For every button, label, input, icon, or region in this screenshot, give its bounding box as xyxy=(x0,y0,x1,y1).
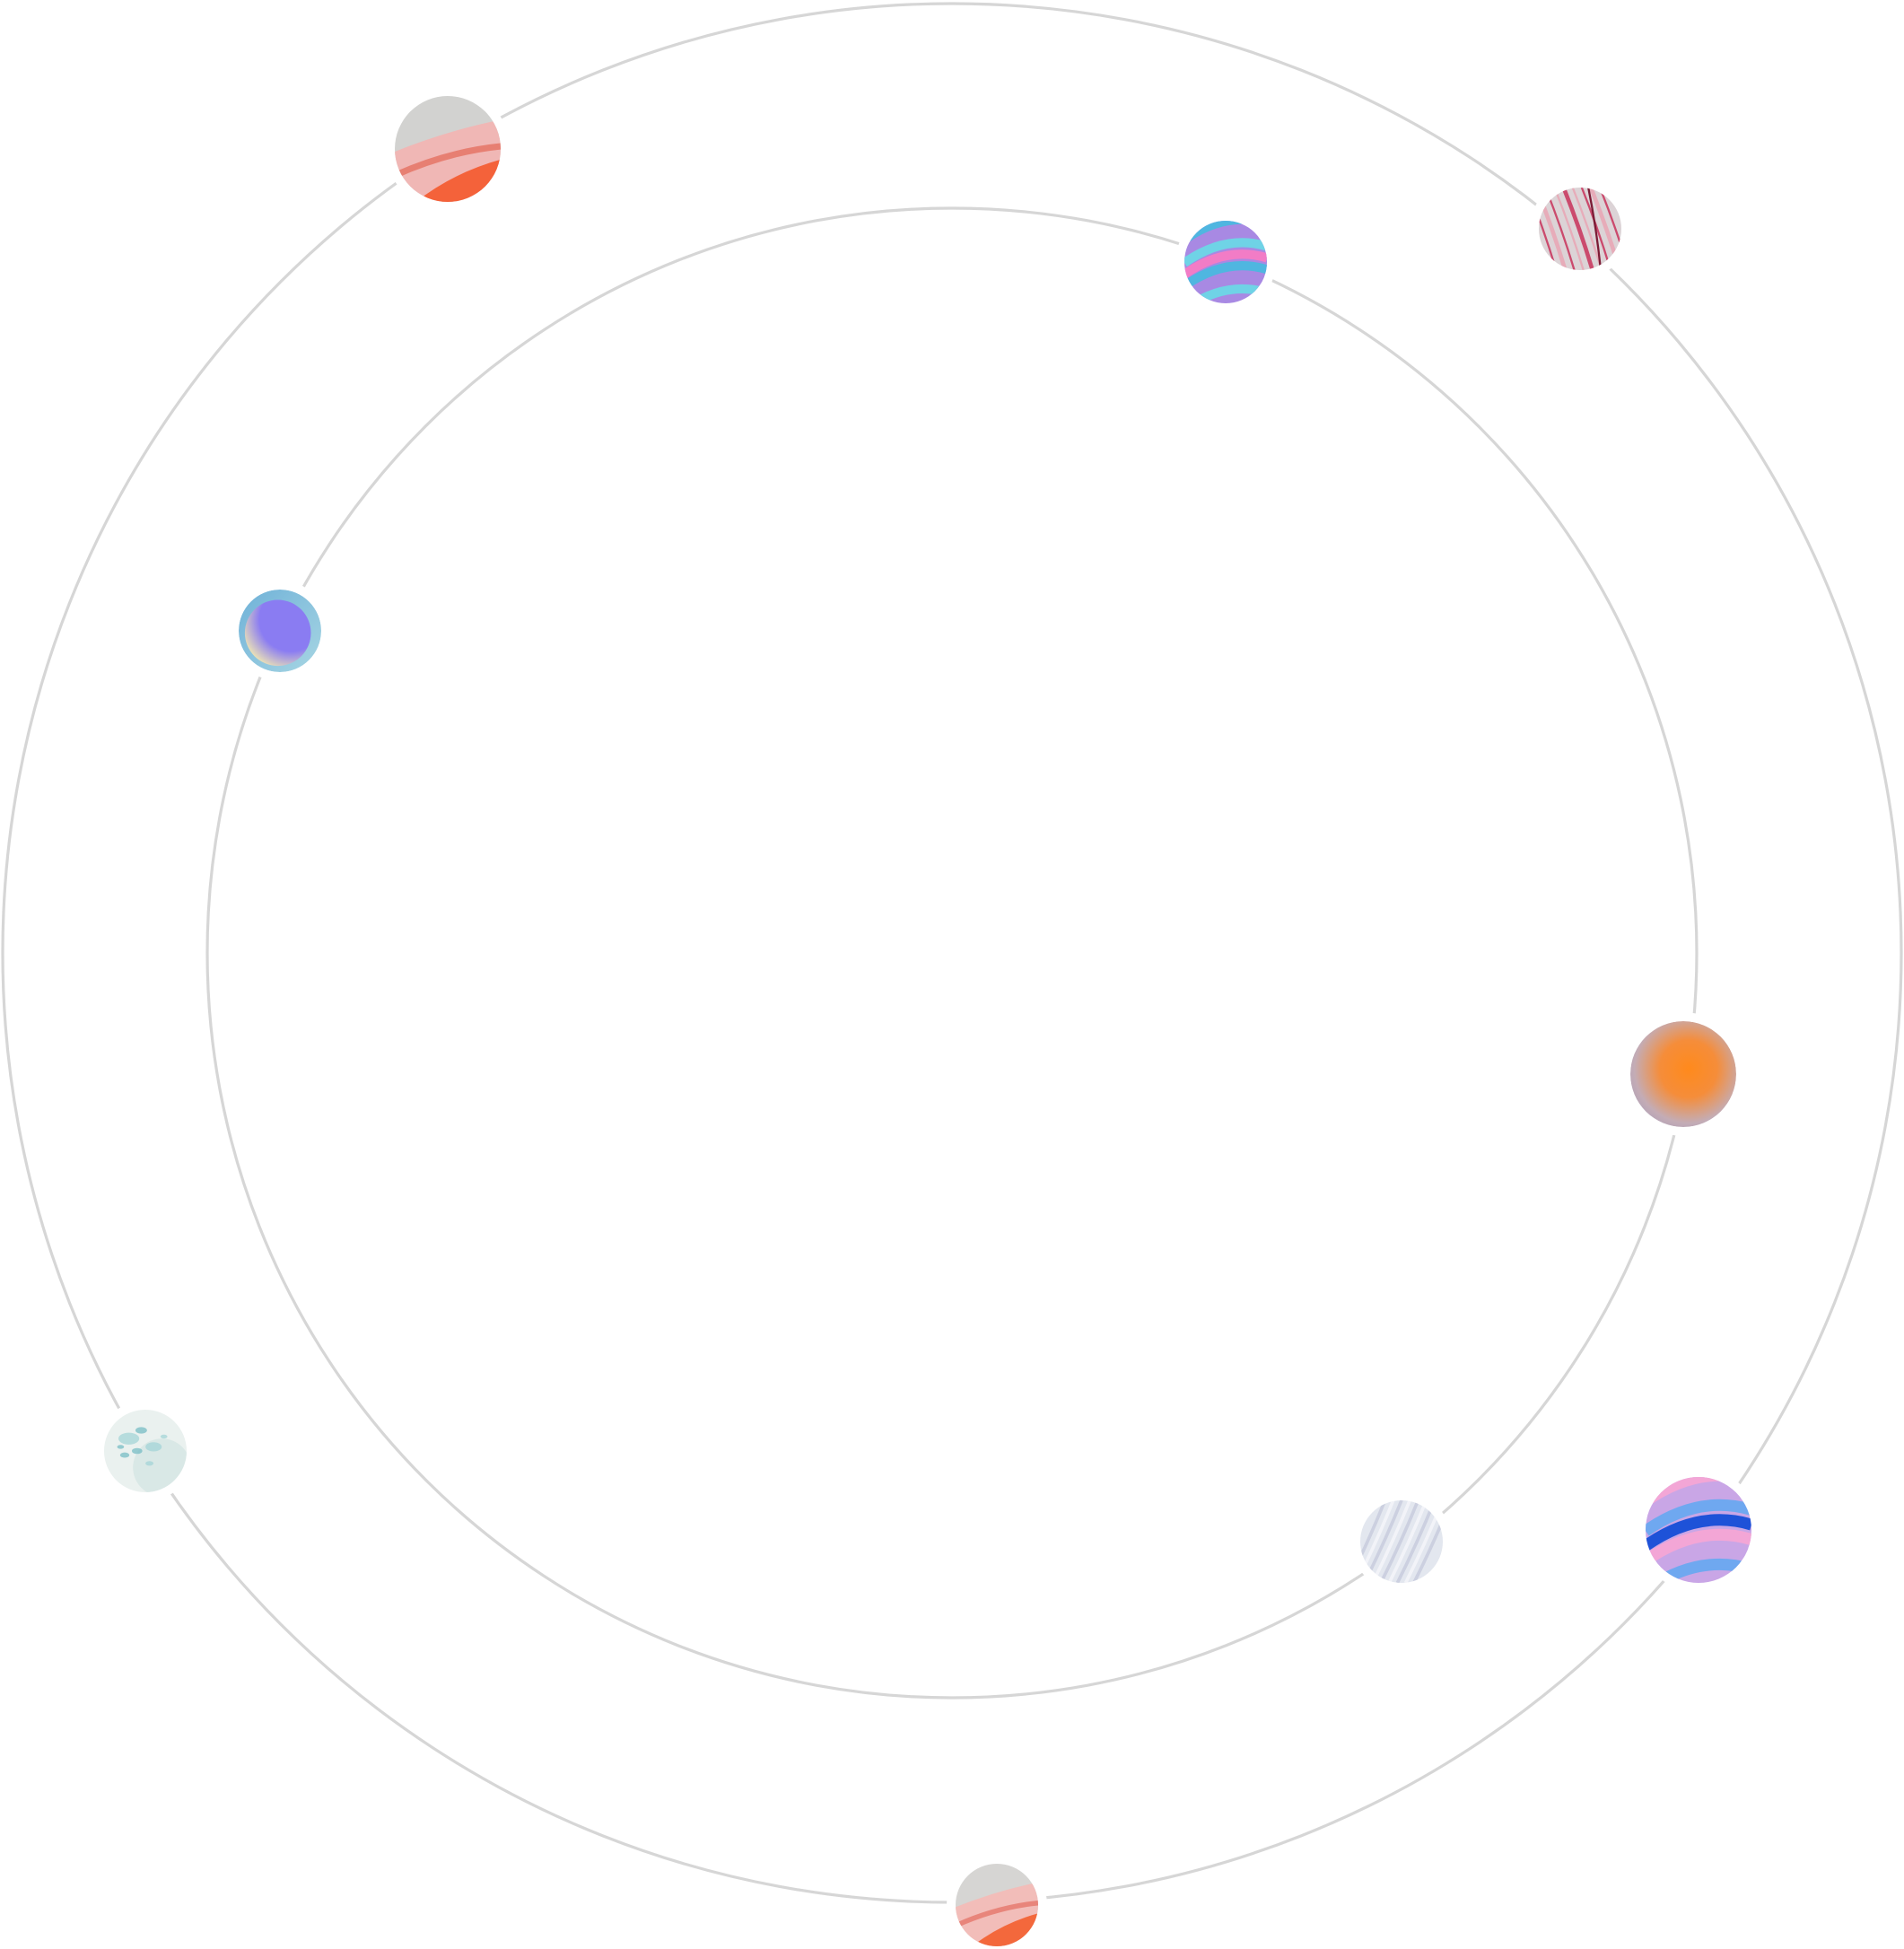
inner-orbit xyxy=(205,206,1699,1700)
planets xyxy=(95,87,1760,1949)
planet-outer-top-right xyxy=(1530,179,1630,279)
planet-outer-bottom-right xyxy=(1637,1468,1760,1592)
outer-orbit xyxy=(1,2,1903,1904)
planet-inner-left xyxy=(230,581,330,681)
planet-outer-bottom-center xyxy=(947,1855,1047,1949)
planet-inner-right xyxy=(1621,1012,1745,1136)
planet-outer-bottom-left xyxy=(95,1401,196,1501)
planet-outer-top-left xyxy=(386,87,510,211)
planet-inner-bottom-right xyxy=(1351,1491,1452,1592)
planet-inner-top-right xyxy=(1175,212,1276,312)
